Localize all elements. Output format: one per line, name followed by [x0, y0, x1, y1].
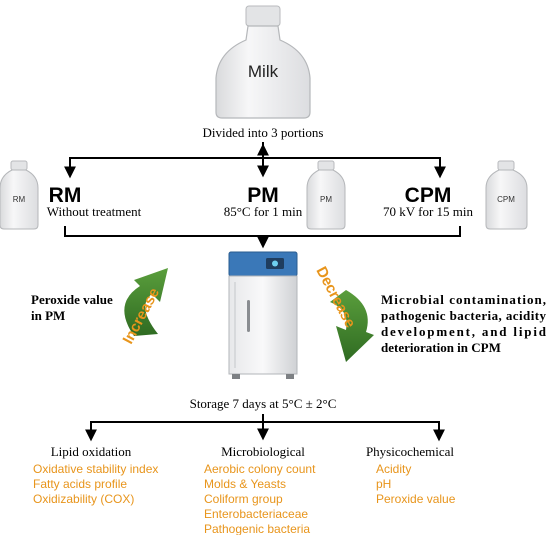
merge-arrow [64, 226, 461, 249]
decrease-arrow-icon [330, 290, 374, 362]
pm-code: PM [247, 184, 279, 207]
decrease-note-line-1: Microbial contamination, [381, 292, 546, 307]
lipid-item-1: Oxidative stability index [33, 462, 158, 476]
category-title-lipid: Lipid oxidation [51, 444, 132, 459]
category-title-physicochemical: Physicochemical [366, 444, 454, 459]
split-arrows [64, 142, 446, 179]
divided-text: Divided into 3 portions [203, 125, 324, 140]
pm-bottle-icon [306, 160, 346, 230]
pm-desc: 85°C for 1 min [224, 204, 303, 219]
decrease-note-line-4: deterioration in CPM [381, 340, 501, 355]
increase-note-line-1: Peroxide value [31, 292, 113, 307]
micro-item-5: Pathogenic bacteria [204, 522, 310, 535]
storage-text: Storage 7 days at 5°C ± 2°C [190, 396, 337, 411]
analysis-split-arrows [85, 414, 445, 442]
cpm-desc: 70 kV for 15 min [383, 204, 474, 219]
lipid-item-3: Oxidizability (COX) [33, 492, 134, 506]
micro-item-2: Molds & Yeasts [204, 477, 286, 491]
decrease-note-line-3: development, and lipid [381, 324, 547, 339]
milk-bottle-icon [215, 5, 311, 119]
increase-arrow-icon [124, 268, 168, 336]
lipid-item-2: Fatty acids profile [33, 477, 127, 491]
increase-note-line-2: in PM [31, 308, 65, 323]
rm-bottle-label: RM [13, 195, 26, 204]
refrigerator-icon [228, 251, 298, 379]
milk-label: Milk [248, 62, 279, 81]
cpm-code: CPM [405, 184, 452, 207]
micro-item-3: Coliform group [204, 492, 283, 506]
decrease-note-line-2: pathogenic bacteria, acidity [381, 308, 547, 323]
physico-item-3: Peroxide value [376, 492, 456, 506]
physico-item-2: pH [376, 477, 391, 491]
micro-item-1: Aerobic colony count [204, 462, 316, 476]
rm-desc: Without treatment [47, 204, 142, 219]
cpm-bottle-icon [485, 160, 528, 230]
category-title-microbiological: Microbiological [221, 444, 305, 459]
pm-bottle-label: PM [320, 195, 332, 204]
rm-code: RM [49, 184, 82, 207]
micro-item-4: Enterobacteriaceae [204, 507, 308, 521]
physico-item-1: Acidity [376, 462, 411, 476]
rm-bottle-icon [0, 160, 39, 230]
cpm-bottle-label: CPM [497, 195, 515, 204]
